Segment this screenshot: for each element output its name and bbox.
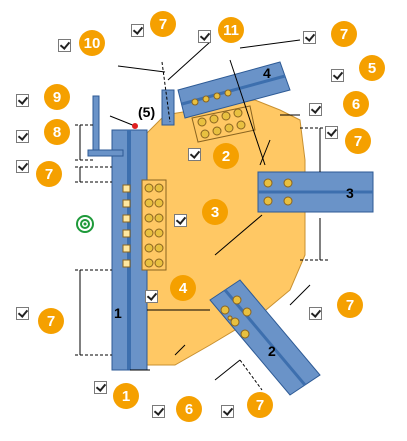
badge-4: 4 — [170, 275, 196, 301]
badge-7-top-b: 7 — [331, 21, 357, 47]
checkbox-6-right[interactable] — [309, 103, 322, 116]
member-label-1: 1 — [114, 305, 122, 321]
checkbox-7-top-a[interactable] — [131, 24, 144, 37]
member-label-5: (5) — [138, 104, 156, 120]
badge-7-top-a: 7 — [150, 11, 176, 37]
badge-6-right: 6 — [343, 91, 369, 117]
checkbox-7-left-small[interactable] — [16, 160, 29, 173]
checkbox-5[interactable] — [331, 69, 344, 82]
checkbox-3[interactable] — [174, 214, 187, 227]
badge-3: 3 — [202, 199, 228, 225]
member-9-flange[interactable] — [92, 95, 100, 157]
checkbox-7-right[interactable] — [325, 126, 338, 139]
badge-7-left-small: 7 — [36, 161, 62, 187]
target-icon[interactable] — [76, 215, 94, 233]
badge-7-bottom: 7 — [247, 392, 273, 418]
member-label-4: 4 — [263, 65, 271, 81]
checkbox-6-bottom[interactable] — [152, 405, 165, 418]
member-label-2: 2 — [268, 343, 276, 359]
bolt-group-member-3 — [263, 178, 293, 206]
badge-6-bottom: 6 — [176, 396, 202, 422]
badge-10: 10 — [79, 30, 105, 56]
badge-5: 5 — [359, 55, 385, 81]
badge-7-right: 7 — [345, 128, 371, 154]
checkbox-7-top-b[interactable] — [303, 31, 316, 44]
member-label-3: 3 — [346, 185, 354, 201]
checkbox-10[interactable] — [58, 39, 71, 52]
checkbox-8[interactable] — [16, 130, 29, 143]
badge-7-left-big: 7 — [38, 308, 64, 334]
badge-9: 9 — [44, 84, 70, 110]
checkbox-2[interactable] — [188, 148, 201, 161]
dimension-lines — [75, 39, 330, 391]
badge-1: 1 — [113, 383, 139, 409]
badge-7-right-low: 7 — [337, 292, 363, 318]
reference-point[interactable] — [132, 123, 138, 129]
checkbox-7-right-low[interactable] — [309, 307, 322, 320]
checkbox-4[interactable] — [145, 290, 158, 303]
checkbox-7-bottom[interactable] — [221, 405, 234, 418]
badge-8: 8 — [44, 119, 70, 145]
bolt-group-member-2 — [220, 295, 252, 339]
checkbox-7-left-big[interactable] — [16, 307, 29, 320]
checkbox-9[interactable] — [16, 94, 29, 107]
bolt-group-member-4 — [191, 89, 256, 143]
checkbox-1[interactable] — [94, 381, 107, 394]
checkbox-11[interactable] — [198, 30, 211, 43]
bolt-group-column — [122, 179, 167, 271]
badge-2: 2 — [213, 143, 239, 169]
badge-11: 11 — [218, 17, 244, 43]
